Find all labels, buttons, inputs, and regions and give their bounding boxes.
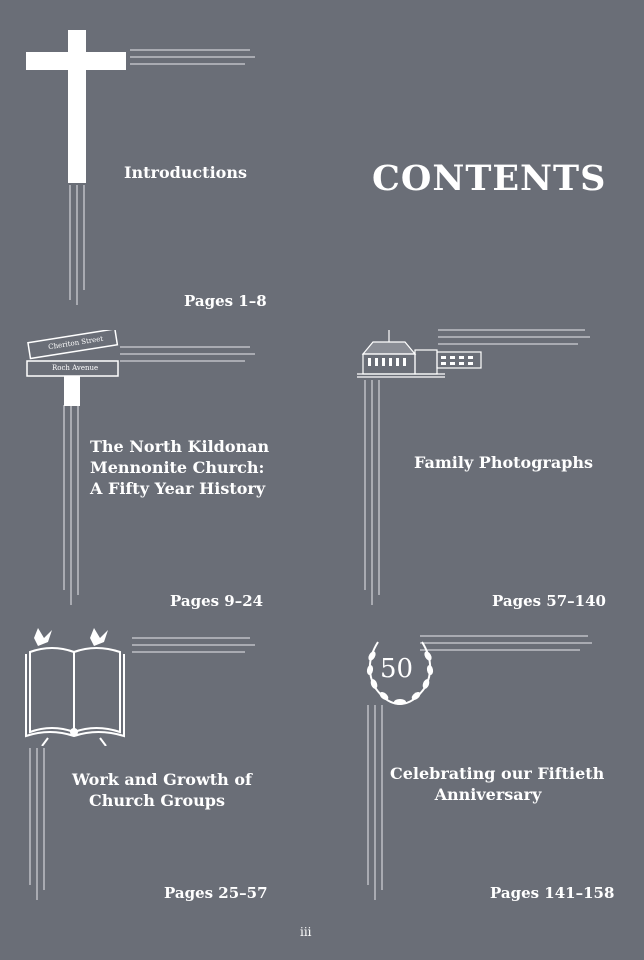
- section-title-anniversary: Celebrating our Fiftieth Anniversary: [390, 764, 605, 804]
- fifty-wreath-icon: 50: [362, 634, 438, 708]
- section-pages-history: Pages 9–24: [170, 592, 264, 610]
- section-pages-introductions: Pages 1–8: [184, 292, 267, 310]
- section-title-church-groups: Work and Growth of Church Groups: [72, 770, 252, 810]
- section-title-introductions: Introductions: [124, 163, 247, 182]
- street-sign-icon: Cheriton Street Roch Avenue: [26, 330, 121, 406]
- cross-icon: [26, 30, 126, 183]
- fifty-emblem-text: 50: [380, 654, 414, 684]
- section-title-history: The North Kildonan Mennonite Church: A F…: [90, 437, 270, 498]
- contents-heading: CONTENTS: [372, 158, 607, 199]
- section-pages-anniversary: Pages 141–158: [490, 884, 615, 902]
- church-building-icon: [357, 330, 482, 378]
- page-number: iii: [300, 925, 312, 939]
- open-book-icon: [25, 628, 125, 746]
- section-title-family-photographs: Family Photographs: [414, 453, 594, 472]
- sign-bottom-label: Roch Avenue: [52, 364, 99, 372]
- section-pages-church-groups: Pages 25–57: [164, 884, 268, 902]
- section-pages-family-photographs: Pages 57–140: [492, 592, 606, 610]
